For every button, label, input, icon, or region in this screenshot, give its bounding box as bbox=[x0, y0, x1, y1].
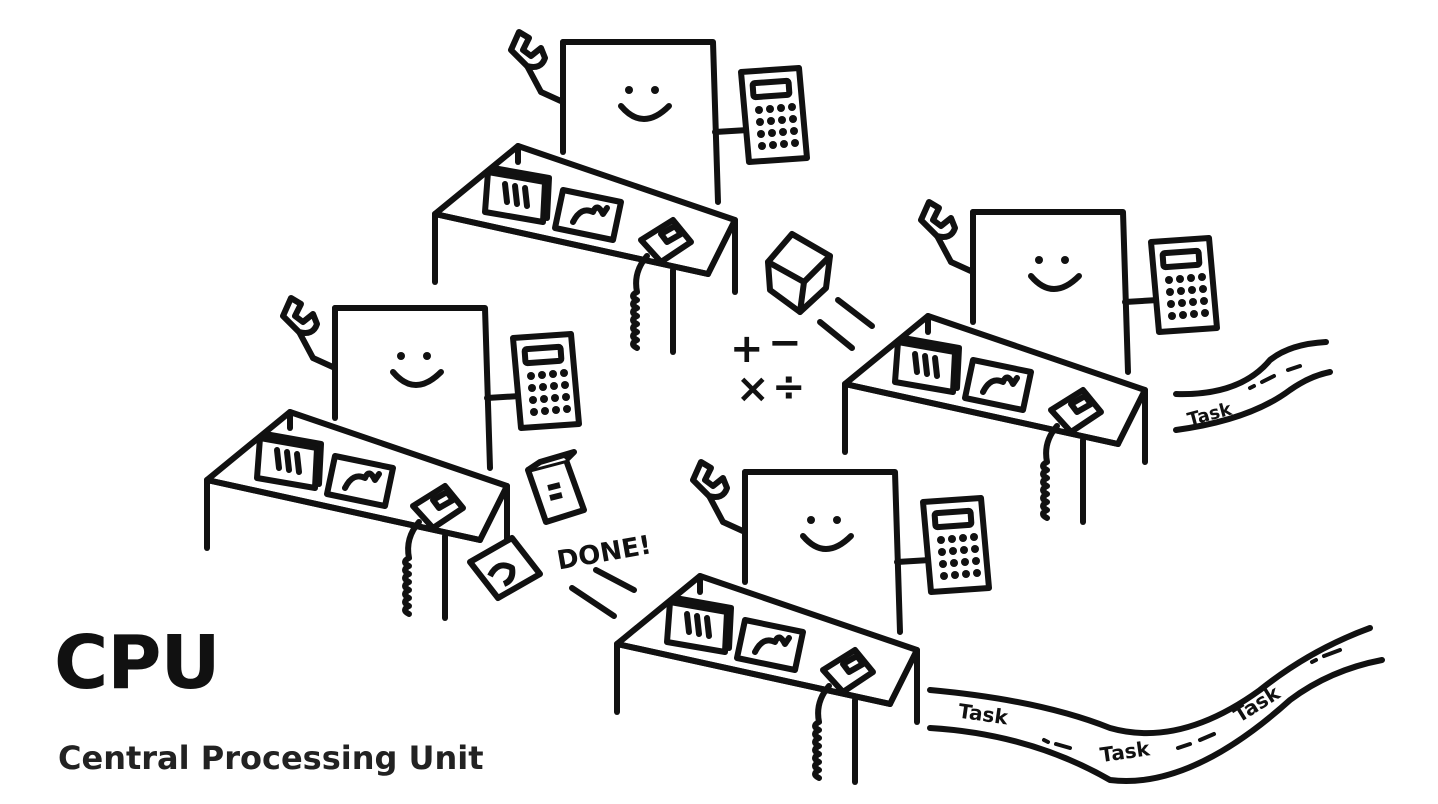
task-dashes-right bbox=[1248, 364, 1302, 390]
done-label: DONE! bbox=[555, 530, 654, 576]
worker-station-top bbox=[435, 32, 807, 352]
motion-lines bbox=[569, 567, 637, 619]
task-label-bottom-2: Task bbox=[1098, 736, 1151, 767]
worker-station-right bbox=[845, 202, 1217, 522]
task-stream-bottom bbox=[927, 625, 1385, 784]
math-symbols: + − × ÷ bbox=[730, 320, 806, 412]
cube-package-icon bbox=[765, 231, 875, 351]
page-subtitle: Central Processing Unit bbox=[58, 739, 484, 777]
page-title: CPU bbox=[54, 620, 221, 706]
times-symbol: × bbox=[736, 366, 770, 412]
task-stream-right bbox=[1173, 339, 1333, 433]
task-label-bottom-3: Task bbox=[1229, 680, 1285, 727]
divide-symbol: ÷ bbox=[772, 364, 806, 410]
photo-frame-icon bbox=[467, 535, 543, 601]
plus-symbol: + bbox=[730, 326, 764, 372]
task-dashes-bottom bbox=[1042, 648, 1342, 750]
task-label-bottom-1: Task bbox=[957, 699, 1010, 730]
finished-box-icon bbox=[525, 449, 587, 525]
minus-symbol: − bbox=[768, 320, 802, 366]
worker-station-bottom bbox=[617, 462, 989, 782]
